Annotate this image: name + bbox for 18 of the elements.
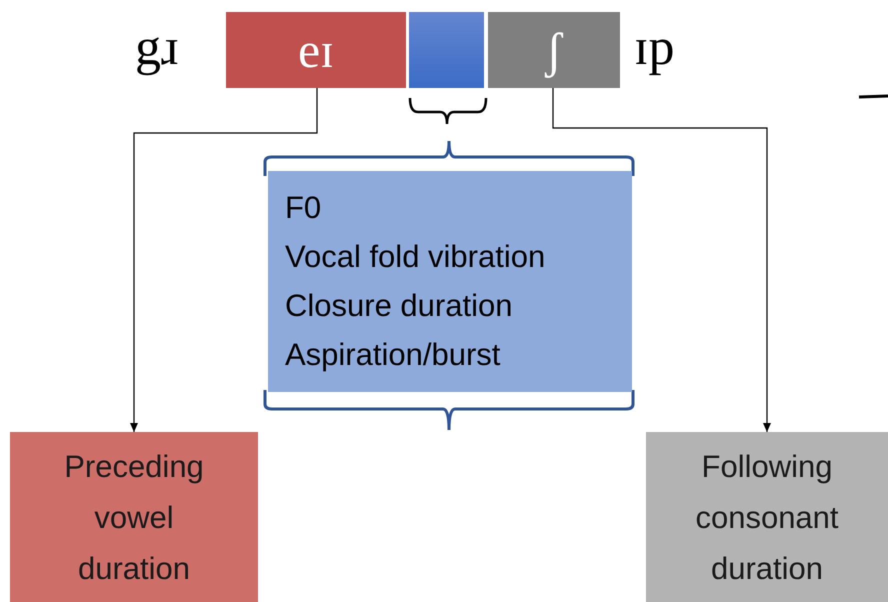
measure-text: Preceding vowel duration — [63, 448, 205, 588]
phoneme-text: ʃ — [546, 21, 562, 79]
measure-text: Following consonant duration — [694, 448, 840, 588]
connector-arrow — [552, 88, 771, 432]
measure-box — [10, 432, 258, 602]
phoneme-text: ɪp — [634, 22, 674, 74]
phoneme-text: gɹ — [135, 22, 178, 74]
segment-box — [488, 12, 620, 88]
feature-box — [268, 171, 632, 392]
feature-text: Vocal fold vibration — [285, 238, 546, 276]
connector-arrow — [130, 88, 318, 432]
measure-box — [646, 432, 888, 602]
feature-text: Closure duration — [285, 287, 514, 325]
segment-box — [226, 12, 406, 88]
segment-box — [409, 12, 484, 88]
feature-text: F0 — [285, 189, 322, 227]
feature-text: Aspiration/burst — [285, 336, 502, 374]
phoneme-text: eɪ — [298, 21, 334, 79]
